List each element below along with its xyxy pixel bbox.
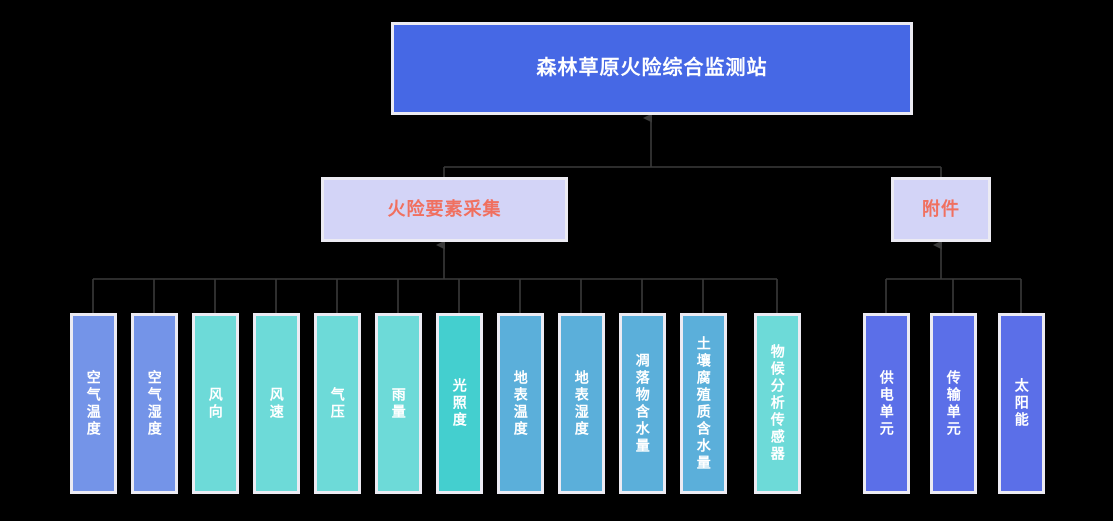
leaf-node-label: 风速 xyxy=(268,386,285,421)
leaf-node-solar-energy[interactable]: 太阳能 xyxy=(998,313,1045,494)
branch-node-label: 附件 xyxy=(922,198,960,219)
leaf-node-surface-humidity[interactable]: 地表湿度 xyxy=(558,313,605,494)
leaf-node-soil-humus-moisture[interactable]: 土壤腐殖质含水量 xyxy=(680,313,727,494)
leaf-node-litter-moisture[interactable]: 凋落物含水量 xyxy=(619,313,666,494)
leaf-node-transmission-unit[interactable]: 传输单元 xyxy=(930,313,977,494)
leaf-node-label: 物候分析传感器 xyxy=(769,344,786,463)
leaf-node-power-supply-unit[interactable]: 供电单元 xyxy=(863,313,910,494)
leaf-node-label: 雨量 xyxy=(390,386,407,421)
leaf-node-label: 空气湿度 xyxy=(146,369,163,438)
leaf-node-label: 凋落物含水量 xyxy=(634,352,651,455)
leaf-node-air-temperature[interactable]: 空气温度 xyxy=(70,313,117,494)
leaf-node-rainfall[interactable]: 雨量 xyxy=(375,313,422,494)
leaf-node-label: 太阳能 xyxy=(1013,378,1030,429)
leaf-node-label: 风向 xyxy=(207,386,224,421)
root-node-monitoring-station[interactable]: 森林草原火险综合监测站 xyxy=(391,22,913,115)
branch-node-fire-element-collection[interactable]: 火险要素采集 xyxy=(321,177,568,242)
leaf-node-illuminance[interactable]: 光照度 xyxy=(436,313,483,494)
leaf-node-phenology-sensor[interactable]: 物候分析传感器 xyxy=(754,313,801,494)
leaf-node-air-humidity[interactable]: 空气湿度 xyxy=(131,313,178,494)
leaf-node-label: 土壤腐殖质含水量 xyxy=(695,335,712,472)
leaf-node-wind-direction[interactable]: 风向 xyxy=(192,313,239,494)
leaf-node-label: 气压 xyxy=(329,386,346,421)
leaf-node-air-pressure[interactable]: 气压 xyxy=(314,313,361,494)
leaf-node-wind-speed[interactable]: 风速 xyxy=(253,313,300,494)
branch-node-accessories[interactable]: 附件 xyxy=(891,177,991,242)
root-node-label: 森林草原火险综合监测站 xyxy=(536,56,768,79)
leaf-node-label: 供电单元 xyxy=(878,369,895,438)
leaf-node-label: 光照度 xyxy=(451,378,468,429)
leaf-node-label: 空气温度 xyxy=(85,369,102,438)
leaf-node-label: 地表湿度 xyxy=(573,369,590,438)
leaf-node-surface-temperature[interactable]: 地表温度 xyxy=(497,313,544,494)
branch-node-label: 火险要素采集 xyxy=(387,198,502,219)
leaf-node-label: 传输单元 xyxy=(945,369,962,438)
leaf-node-label: 地表温度 xyxy=(512,369,529,438)
